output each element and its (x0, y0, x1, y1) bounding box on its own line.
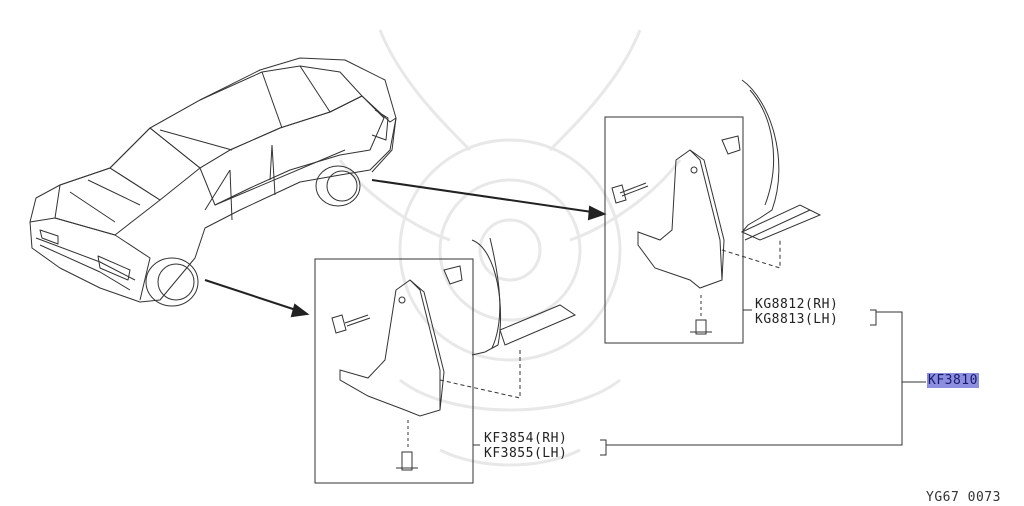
car-illustration (29, 57, 397, 307)
arrows (204, 179, 607, 318)
part-label-kg8812[interactable]: KG8812(RH) (755, 297, 839, 312)
figure-code: YG67 0073 (926, 490, 1001, 505)
rear-mudflap-detail (604, 79, 822, 344)
part-label-kf3810[interactable]: KF3810 (927, 373, 979, 388)
watermark-emblem (338, 29, 682, 467)
part-label-kg8813[interactable]: KG8813(LH) (755, 312, 839, 327)
front-mudflap-detail (314, 237, 577, 484)
leader-lines (473, 309, 926, 456)
part-label-kf3855[interactable]: KF3855(LH) (484, 446, 568, 461)
highlighted-part[interactable]: KF3810 (927, 373, 979, 388)
part-label-kf3854[interactable]: KF3854(RH) (484, 431, 568, 446)
